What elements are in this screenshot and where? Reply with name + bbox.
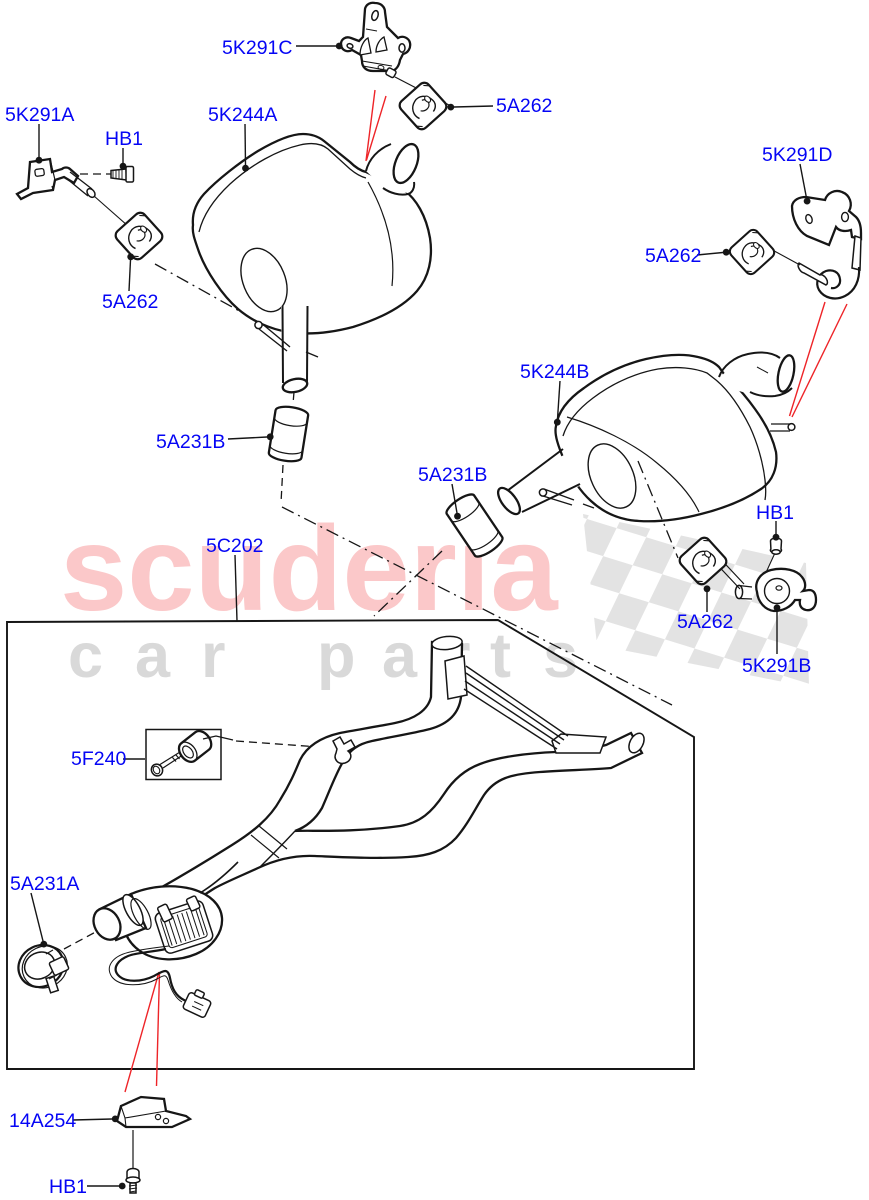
- svg-text:5A262: 5A262: [645, 245, 701, 267]
- svg-text:5A262: 5A262: [677, 611, 733, 633]
- svg-text:p: p: [317, 621, 355, 691]
- svg-text:5A262: 5A262: [496, 95, 552, 117]
- svg-text:5K291A: 5K291A: [5, 104, 74, 126]
- svg-text:a: a: [135, 621, 171, 691]
- svg-text:5A231A: 5A231A: [10, 873, 79, 895]
- svg-text:14A254: 14A254: [9, 1110, 76, 1132]
- svg-text:t: t: [490, 621, 511, 691]
- svg-text:HB1: HB1: [105, 128, 143, 150]
- svg-text:5A262: 5A262: [102, 291, 158, 313]
- svg-text:a: a: [382, 621, 418, 691]
- svg-text:HB1: HB1: [756, 502, 794, 524]
- svg-text:5A231B: 5A231B: [156, 431, 225, 453]
- svg-text:s: s: [543, 621, 578, 691]
- svg-text:5F240: 5F240: [71, 748, 126, 770]
- svg-text:5C202: 5C202: [206, 535, 263, 557]
- svg-text:5K291D: 5K291D: [762, 144, 832, 166]
- svg-text:r: r: [201, 621, 226, 691]
- svg-text:5A231B: 5A231B: [418, 464, 487, 486]
- svg-text:5K244A: 5K244A: [208, 104, 277, 126]
- svg-text:5K291C: 5K291C: [222, 37, 292, 59]
- svg-text:5K291B: 5K291B: [742, 655, 811, 677]
- svg-text:c: c: [68, 621, 103, 691]
- svg-text:HB1: HB1: [49, 1176, 87, 1198]
- svg-text:5K244B: 5K244B: [520, 361, 589, 383]
